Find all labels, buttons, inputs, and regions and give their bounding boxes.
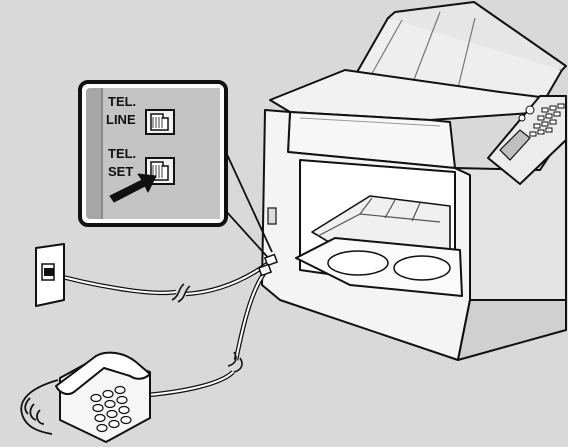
tel-line-jack bbox=[145, 109, 175, 135]
phone-coil-cord bbox=[20, 379, 59, 435]
port-line-label-top: TEL. bbox=[108, 94, 136, 109]
inset-panel: TEL. LINE TEL. SET bbox=[78, 80, 228, 227]
fax-machine bbox=[261, 1, 567, 361]
paper-guide-left bbox=[327, 250, 389, 276]
display-screen bbox=[499, 129, 531, 161]
callout-lines bbox=[224, 149, 273, 263]
keypad-buttons bbox=[518, 103, 565, 137]
cable-break-mark bbox=[227, 351, 237, 367]
port-set-label-top: TEL. bbox=[108, 146, 136, 161]
output-tray bbox=[295, 237, 463, 297]
phone-handset bbox=[55, 351, 151, 395]
cable-break-mark bbox=[171, 283, 185, 301]
side-port-panel bbox=[267, 207, 277, 225]
port-plugs bbox=[257, 253, 279, 277]
port-line-label-bottom: LINE bbox=[106, 112, 136, 127]
control-panel bbox=[487, 95, 567, 185]
phone-keypad bbox=[90, 385, 132, 433]
paper-guide-right bbox=[393, 255, 451, 281]
telephone bbox=[20, 351, 151, 443]
wall-jack bbox=[35, 243, 65, 307]
arrow-icon bbox=[109, 173, 157, 203]
phone-cable bbox=[147, 270, 267, 398]
port-set-label-bottom: SET bbox=[108, 164, 133, 179]
